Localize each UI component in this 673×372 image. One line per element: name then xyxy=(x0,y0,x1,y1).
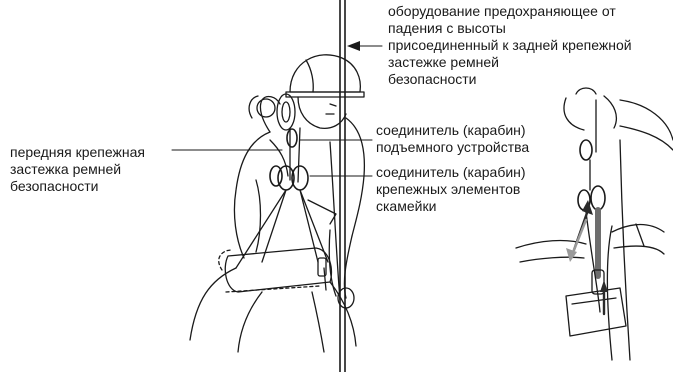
seat-connector-line-1: соединитель (карабин) xyxy=(376,164,526,181)
fall-arrest-line-1: оборудование предохраняющее от xyxy=(388,3,632,20)
front-attachment-line-3: безопасности xyxy=(10,178,145,195)
fall-arrest-line-2: падения с высоты xyxy=(388,20,632,37)
worker-illustration xyxy=(190,55,364,352)
arrow-down-icon xyxy=(566,248,577,262)
lifting-connector-line-1: соединитель (карабин) xyxy=(376,122,529,139)
seat-connector-line-3: скамейки xyxy=(376,198,526,215)
fall-arrest-line-5: безопасности xyxy=(388,71,632,88)
seat-connector-line-2: крепежных элементов xyxy=(376,181,526,198)
fall-arrest-line-3: присоединенный к задней крепежной xyxy=(388,37,632,54)
lifting-connector-line-2: подъемного устройства xyxy=(376,139,529,156)
detail-inset xyxy=(516,88,673,360)
lifting-connector-label: соединитель (карабин) подъемного устройс… xyxy=(376,122,529,156)
fall-arrest-label: оборудование предохраняющее от падения с… xyxy=(388,3,632,88)
front-attachment-label: передняя крепежная застежка ремней безоп… xyxy=(10,144,145,195)
front-attachment-line-1: передняя крепежная xyxy=(10,144,145,161)
arrowhead-icon xyxy=(347,41,360,51)
seat-connector-label: соединитель (карабин) крепежных элементо… xyxy=(376,164,526,215)
rope-line xyxy=(340,0,345,372)
front-attachment-line-2: застежка ремней xyxy=(10,161,145,178)
fall-arrest-line-4: застежке ремней xyxy=(388,54,632,71)
